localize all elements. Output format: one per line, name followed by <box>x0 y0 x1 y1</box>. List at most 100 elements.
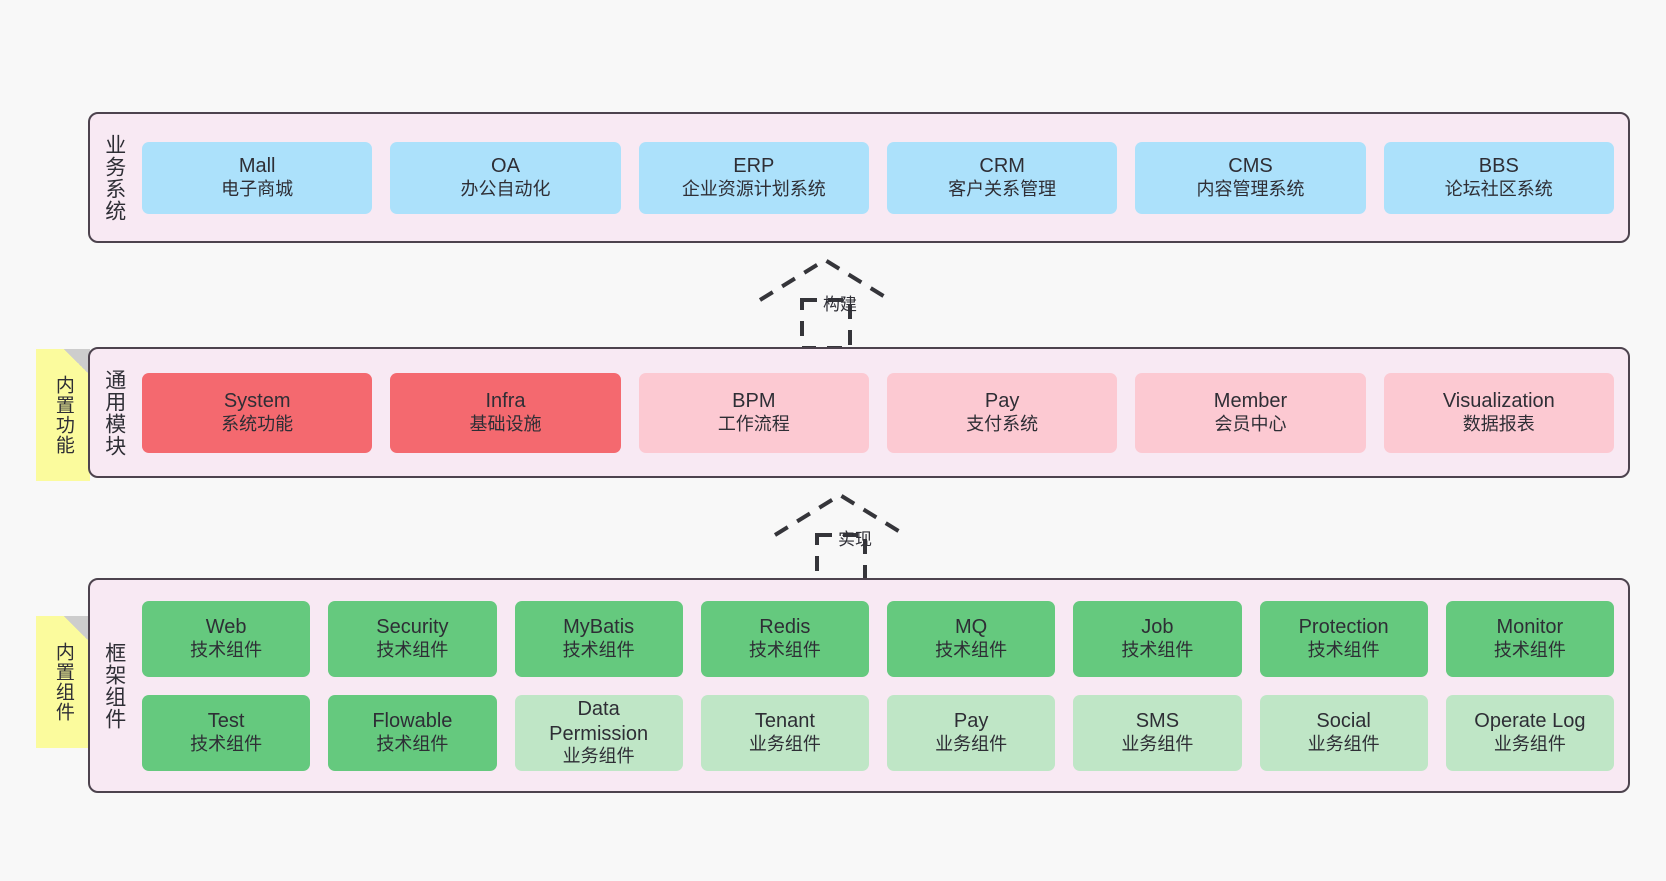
component-box-mybatis[interactable]: MyBatis 技术组件 <box>514 600 683 677</box>
component-box-monitor[interactable]: Monitor 技术组件 <box>1445 600 1614 677</box>
box-title: Member <box>1213 390 1288 413</box>
business-box-crm[interactable]: CRM 客户关系管理 <box>886 141 1118 214</box>
box-title: Flowable <box>372 710 453 733</box>
section-title-common: 通用模块 <box>102 368 126 457</box>
business-systems-row: Mall 电子商城 OA 办公自动化 ERP 企业资源计划系统 CRM 客户关系… <box>142 141 1614 214</box>
box-subtitle: 内容管理系统 <box>1196 178 1305 199</box>
note-fold-corner-icon <box>64 349 90 375</box>
module-box-pay[interactable]: Pay 支付系统 <box>886 372 1118 453</box>
box-title: BPM <box>732 390 776 413</box>
box-title: Job <box>1141 616 1174 639</box>
box-subtitle: 支付系统 <box>966 413 1039 434</box>
generalization-arrow-icon <box>773 492 907 585</box>
box-subtitle: 技术组件 <box>1121 639 1194 660</box>
note-fold-corner-icon <box>64 616 90 642</box>
module-box-visualization[interactable]: Visualization 数据报表 <box>1383 372 1614 453</box>
module-box-member[interactable]: Member 会员中心 <box>1135 372 1366 453</box>
component-box-web[interactable]: Web 技术组件 <box>142 600 311 677</box>
component-box-data-permission[interactable]: Data Permission 业务组件 <box>514 694 683 771</box>
box-title: BBS <box>1478 155 1519 178</box>
component-box-tenant[interactable]: Tenant 业务组件 <box>700 694 869 771</box>
business-box-mall[interactable]: Mall 电子商城 <box>142 141 373 214</box>
box-subtitle: 业务组件 <box>1493 733 1566 754</box>
box-title: MyBatis <box>563 616 635 639</box>
box-title: CRM <box>979 155 1025 178</box>
business-box-oa[interactable]: OA 办公自动化 <box>390 141 621 214</box>
section-title-framework: 框架组件 <box>102 641 126 730</box>
box-subtitle: 办公自动化 <box>460 178 551 199</box>
section-common-modules: 通用模块 System 系统功能 Infra 基础设施 BPM 工作流程 Pay <box>88 347 1630 478</box>
box-subtitle: 客户关系管理 <box>948 178 1057 199</box>
box-title: ERP <box>733 155 775 178</box>
box-title: Social <box>1316 710 1371 733</box>
box-subtitle: 会员中心 <box>1214 413 1287 434</box>
box-title: Web <box>205 616 247 639</box>
box-title: Test <box>207 710 245 733</box>
component-box-redis[interactable]: Redis 技术组件 <box>700 600 869 677</box>
box-subtitle: 技术组件 <box>1307 639 1380 660</box>
note-label: 内置功能 <box>52 375 74 455</box>
box-title: Tenant <box>754 710 815 733</box>
box-title: Infra <box>485 390 526 413</box>
box-title: CMS <box>1228 155 1273 178</box>
box-title: Protection <box>1298 616 1389 639</box>
box-subtitle: 企业资源计划系统 <box>681 178 826 199</box>
section-framework-components: 框架组件 Web 技术组件 Security 技术组件 MyBatis 技术组件… <box>88 578 1630 793</box>
box-subtitle: 电子商城 <box>221 178 294 199</box>
note-label: 内置组件 <box>52 642 74 722</box>
component-box-protection[interactable]: Protection 技术组件 <box>1259 600 1428 677</box>
note-builtin-component: 内置组件 <box>36 616 90 748</box>
section-body-business: Mall 电子商城 OA 办公自动化 ERP 企业资源计划系统 CRM 客户关系… <box>138 114 1628 241</box>
module-box-bpm[interactable]: BPM 工作流程 <box>638 372 869 453</box>
box-subtitle: 论坛社区系统 <box>1444 178 1553 199</box>
box-title: Operate Log <box>1474 710 1586 733</box>
module-box-system[interactable]: System 系统功能 <box>142 372 373 453</box>
component-box-operate-log[interactable]: Operate Log 业务组件 <box>1445 694 1614 771</box>
box-subtitle: 业务组件 <box>1307 733 1380 754</box>
component-box-job[interactable]: Job 技术组件 <box>1073 600 1242 677</box>
box-subtitle: 业务组件 <box>1121 733 1194 754</box>
framework-row-technical: Web 技术组件 Security 技术组件 MyBatis 技术组件 Redi… <box>142 600 1614 677</box>
module-box-infra[interactable]: Infra 基础设施 <box>390 372 621 453</box>
component-box-security[interactable]: Security 技术组件 <box>328 600 497 677</box>
box-subtitle: 技术组件 <box>190 639 263 660</box>
component-box-pay[interactable]: Pay 业务组件 <box>887 694 1056 771</box>
section-body-common: System 系统功能 Infra 基础设施 BPM 工作流程 Pay 支付系统… <box>138 349 1628 476</box>
box-title: Redis <box>759 616 811 639</box>
box-subtitle: 技术组件 <box>935 639 1008 660</box>
box-subtitle: 技术组件 <box>376 733 449 754</box>
component-box-mq[interactable]: MQ 技术组件 <box>887 600 1056 677</box>
component-box-sms[interactable]: SMS 业务组件 <box>1073 694 1242 771</box>
box-title: MQ <box>955 616 988 639</box>
connector-implement: 实现 <box>755 487 955 587</box>
box-title: Monitor <box>1496 616 1564 639</box>
box-title: OA <box>491 155 520 178</box>
box-subtitle: 系统功能 <box>221 413 294 434</box>
connector-build: 构建 <box>740 252 940 352</box>
box-subtitle: 工作流程 <box>717 413 790 434</box>
section-business-systems: 业务系统 Mall 电子商城 OA 办公自动化 ERP 企业资源计划系统 CRM <box>88 112 1630 243</box>
box-title: Pay <box>953 710 989 733</box>
box-subtitle: 技术组件 <box>1493 639 1566 660</box>
common-modules-row: System 系统功能 Infra 基础设施 BPM 工作流程 Pay 支付系统… <box>142 372 1614 453</box>
generalization-arrow-icon <box>758 257 892 350</box>
business-box-erp[interactable]: ERP 企业资源计划系统 <box>638 141 869 214</box>
note-builtin-function: 内置功能 <box>36 349 90 481</box>
box-subtitle: 技术组件 <box>748 639 821 660</box>
business-box-bbs[interactable]: BBS 论坛社区系统 <box>1383 141 1614 214</box>
box-title: SMS <box>1135 710 1180 733</box>
section-body-framework: Web 技术组件 Security 技术组件 MyBatis 技术组件 Redi… <box>138 580 1628 791</box>
box-subtitle: 技术组件 <box>562 639 635 660</box>
box-subtitle: 业务组件 <box>935 733 1008 754</box>
box-subtitle: 业务组件 <box>748 733 821 754</box>
box-title: System <box>223 390 291 413</box>
framework-row-business: Test 技术组件 Flowable 技术组件 Data Permission … <box>142 694 1614 771</box>
component-box-flowable[interactable]: Flowable 技术组件 <box>328 694 497 771</box>
component-box-social[interactable]: Social 业务组件 <box>1259 694 1428 771</box>
box-title: Mall <box>238 155 276 178</box>
box-title: Visualization <box>1442 390 1555 413</box>
box-subtitle: 基础设施 <box>469 413 542 434</box>
business-box-cms[interactable]: CMS 内容管理系统 <box>1135 141 1366 214</box>
box-title: Data Permission <box>549 698 649 745</box>
component-box-test[interactable]: Test 技术组件 <box>142 694 311 771</box>
